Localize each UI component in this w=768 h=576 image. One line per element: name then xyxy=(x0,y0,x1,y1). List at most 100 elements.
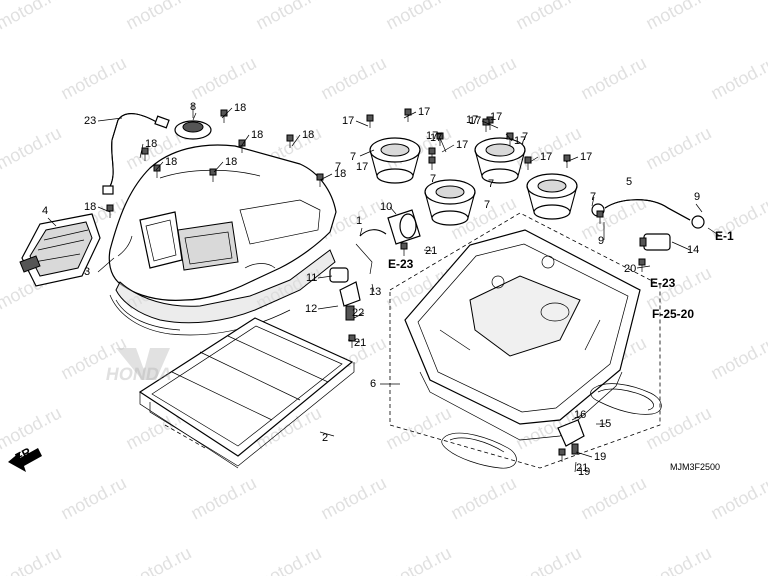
rubber-grommet xyxy=(174,104,212,140)
honda-logo xyxy=(116,348,170,380)
solenoid-valve xyxy=(355,209,421,275)
watermark-text: motod.ru xyxy=(122,543,194,576)
leader-line xyxy=(359,149,375,157)
callout-number: 9 xyxy=(598,235,604,247)
leader-line xyxy=(529,156,539,163)
leader-line xyxy=(403,111,417,119)
leader-line xyxy=(695,203,703,213)
callout-number: 11 xyxy=(306,272,317,284)
honda-wordmark: HONDA xyxy=(104,364,173,384)
watermark-text: motod.ru xyxy=(317,53,389,104)
callout-number: 10 xyxy=(380,201,392,213)
callout-number: 1 xyxy=(356,215,362,227)
callout-number: 7 xyxy=(488,178,494,190)
callout-number: 17 xyxy=(540,151,552,163)
callout-number: 17 xyxy=(426,130,438,142)
leader-line xyxy=(441,144,455,153)
bolt-set xyxy=(106,108,646,462)
bolt-icon xyxy=(428,156,436,164)
callout-number: 23 xyxy=(84,115,96,127)
leader-line xyxy=(565,156,579,163)
leader-line xyxy=(439,137,447,153)
velocity-stacks xyxy=(369,137,578,226)
section-reference: E-23 xyxy=(388,257,414,271)
leader-line xyxy=(291,134,301,147)
callout-number: 19 xyxy=(578,466,590,478)
breather-tube xyxy=(102,113,170,195)
bolt-icon xyxy=(596,210,604,218)
callout-number: 18 xyxy=(302,129,314,141)
watermark-text: motod.ru xyxy=(512,0,584,34)
callout-number: 18 xyxy=(84,201,96,213)
callout-number: 7 xyxy=(430,173,436,185)
drain-tube xyxy=(557,419,585,455)
callout-number: 14 xyxy=(687,244,699,256)
watermark-text: motod.ru xyxy=(0,123,65,174)
leader-line xyxy=(389,206,397,215)
callout-number: 12 xyxy=(305,303,317,315)
callout-number: 7 xyxy=(522,131,528,143)
bolt-icon xyxy=(638,258,646,266)
callout-number: 8 xyxy=(190,101,196,113)
callout-number: 21 xyxy=(425,245,437,257)
callout-number: 20 xyxy=(624,263,636,275)
callout-number: 9 xyxy=(694,191,700,203)
front-direction-arrow xyxy=(8,448,42,472)
bolt-icon xyxy=(400,242,408,250)
leader-line xyxy=(97,117,123,122)
leader-line xyxy=(359,227,363,237)
case-gaskets xyxy=(441,383,662,469)
watermark-text: motod.ru xyxy=(57,53,129,104)
callout-number: 16 xyxy=(574,409,586,421)
leader-line xyxy=(221,107,233,119)
watermark-text: motod.ru xyxy=(0,0,65,34)
callout-number: 21 xyxy=(576,462,588,474)
watermark-text: motod.ru xyxy=(447,473,519,524)
breather-hose xyxy=(591,199,705,229)
callout-number: 13 xyxy=(369,286,381,298)
leader-line xyxy=(319,431,335,437)
air-filter-element xyxy=(138,317,355,469)
callout-number: 17 xyxy=(356,161,368,173)
leader-line xyxy=(213,161,224,173)
leader-line xyxy=(347,339,361,343)
leader-line xyxy=(97,257,115,273)
bolt-icon xyxy=(153,164,161,172)
watermark-text: motod.ru xyxy=(642,403,714,454)
leader-line xyxy=(47,217,57,227)
watermark-text: motod.ru xyxy=(122,0,194,34)
callout-number: 18 xyxy=(165,156,177,168)
bolt-icon xyxy=(366,114,374,122)
callout-number: 22 xyxy=(352,307,364,319)
watermark-text: motod.ru xyxy=(512,543,584,576)
watermark-text: motod.ru xyxy=(252,0,324,34)
callout-number: 18 xyxy=(225,156,237,168)
callout-number: 19 xyxy=(594,451,606,463)
leader-line xyxy=(155,161,164,171)
callout-number: 7 xyxy=(590,191,596,203)
callout-number: 17 xyxy=(456,139,468,151)
bolt-icon xyxy=(404,108,412,116)
air-cleaner-housing-cover xyxy=(108,144,337,336)
callout-number: 7 xyxy=(350,151,356,163)
callout-number: 17 xyxy=(430,132,442,144)
watermark-text: motod.ru xyxy=(187,473,259,524)
watermark-text: motod.ru xyxy=(187,53,259,104)
callout-number: 18 xyxy=(251,129,263,141)
callout-number: 5 xyxy=(626,176,632,188)
leader-line xyxy=(707,227,721,237)
bolt-icon xyxy=(209,168,217,176)
leader-line xyxy=(481,120,499,129)
callout-number: 18 xyxy=(334,168,346,180)
diagram-code: MJM3F2500 xyxy=(670,462,720,472)
watermark-text: motod.ru xyxy=(252,543,324,576)
callout-number: 7 xyxy=(335,161,341,173)
section-reference: E-23 xyxy=(650,276,676,290)
leader-line xyxy=(317,305,339,310)
bolt-icon xyxy=(558,448,566,456)
bolt-icon xyxy=(220,109,228,117)
leader-line xyxy=(574,461,577,473)
callout-number: 4 xyxy=(42,205,48,217)
